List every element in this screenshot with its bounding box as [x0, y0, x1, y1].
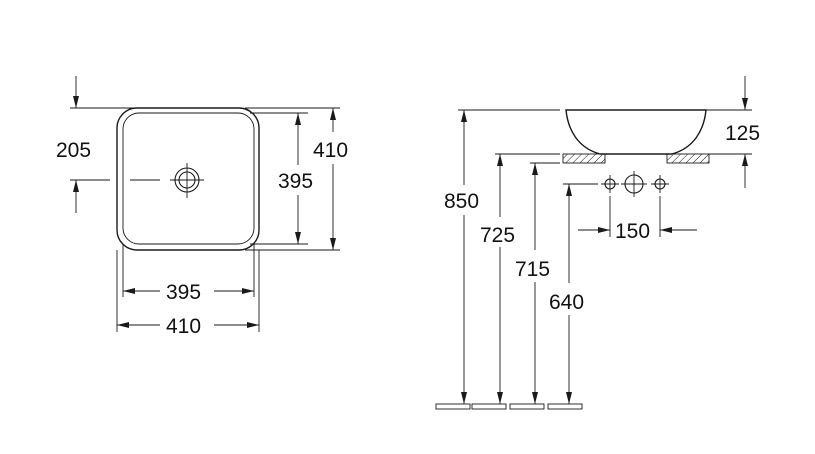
- dim-label-850: 850: [444, 190, 479, 213]
- dim-label-640: 640: [549, 291, 584, 314]
- dim-basin-height: 125: [706, 76, 760, 188]
- side-view: 125: [435, 76, 760, 410]
- plan-view: 205 395 410: [56, 76, 348, 338]
- tap-hole-center-icon: [621, 171, 647, 197]
- dim-counter-height: 725: [480, 154, 515, 404]
- floor-plate: [547, 403, 583, 410]
- dim-drain-offset: 205: [56, 76, 160, 213]
- dim-label-outer-depth: 410: [313, 139, 348, 162]
- basin-outer-outline: [116, 107, 260, 251]
- tap-hole-right-icon: [651, 175, 669, 193]
- drain-icon: [170, 163, 204, 198]
- dim-label-150: 150: [615, 220, 650, 243]
- dim-plan-depth: 395 410: [245, 107, 348, 251]
- dim-tap-spacing: 150: [578, 196, 697, 243]
- dim-plan-width: 395 410: [116, 244, 260, 338]
- floor-plate: [471, 403, 507, 410]
- dim-rim-height: 850: [444, 110, 479, 404]
- basin-profile: [565, 109, 707, 155]
- dim-support-height: 715: [515, 163, 550, 404]
- dim-label-inner-width: 395: [166, 281, 201, 304]
- floor-plate: [509, 403, 545, 410]
- support-block-right: [666, 153, 710, 164]
- dim-label-inner-depth: 395: [278, 170, 313, 193]
- tap-hole-left-icon: [601, 175, 619, 193]
- floor-plate: [435, 403, 471, 410]
- support-block-left: [562, 153, 606, 164]
- dim-tap-height: 640: [549, 184, 584, 404]
- dim-label-outer-width: 410: [166, 315, 201, 338]
- tap-holes: [601, 171, 669, 197]
- dim-label-125: 125: [725, 122, 760, 145]
- basin-inner-outline: [122, 112, 255, 245]
- dim-label-725: 725: [480, 224, 515, 247]
- dim-label-205: 205: [56, 139, 91, 162]
- dim-label-715: 715: [515, 258, 550, 281]
